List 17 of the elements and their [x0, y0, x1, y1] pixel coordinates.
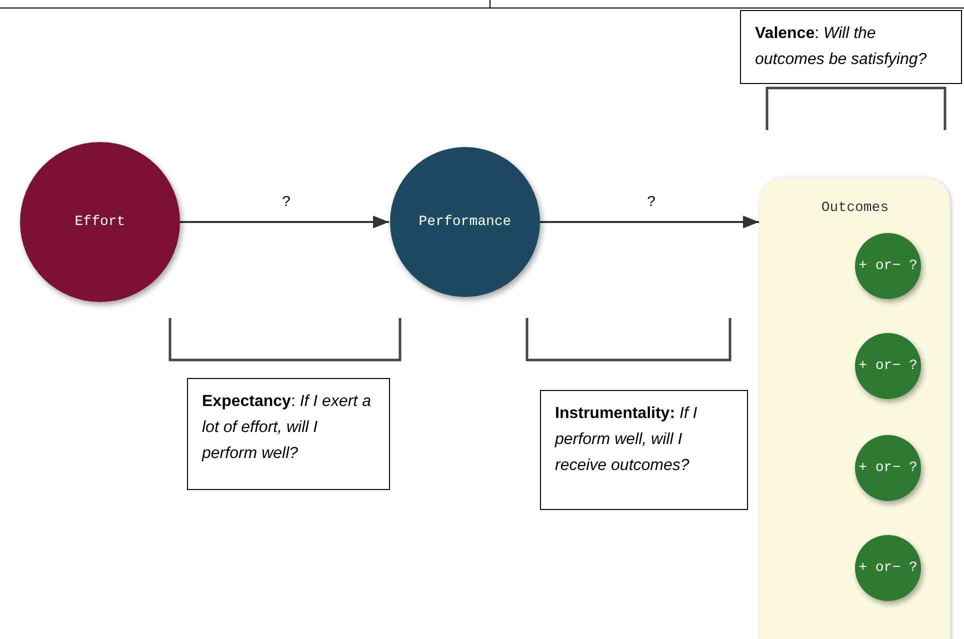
node-label: + or− ? — [858, 358, 918, 374]
circle-node — [855, 333, 921, 399]
panel-title: Outcomes — [820, 200, 890, 216]
node-label: + or− ? — [858, 560, 918, 576]
circle-node — [855, 435, 921, 501]
note-box: Valence: Will the outcomes be satisfying? — [740, 10, 962, 84]
node-label: Performance — [418, 214, 512, 230]
node-label: + or− ? — [858, 258, 918, 274]
circle-node — [855, 233, 921, 299]
outcomes-panel — [760, 178, 950, 639]
circle-node — [855, 535, 921, 601]
note-box: Instrumentality: If I perform well, will I receive outcomes? — [540, 390, 748, 510]
arrow — [540, 216, 759, 228]
note-box: Expectancy: If I exert a lot of effort, will I perform well? — [187, 378, 390, 490]
node-label: Effort — [74, 214, 126, 230]
arrow — [180, 216, 389, 228]
node-label: + or− ? — [858, 460, 918, 476]
